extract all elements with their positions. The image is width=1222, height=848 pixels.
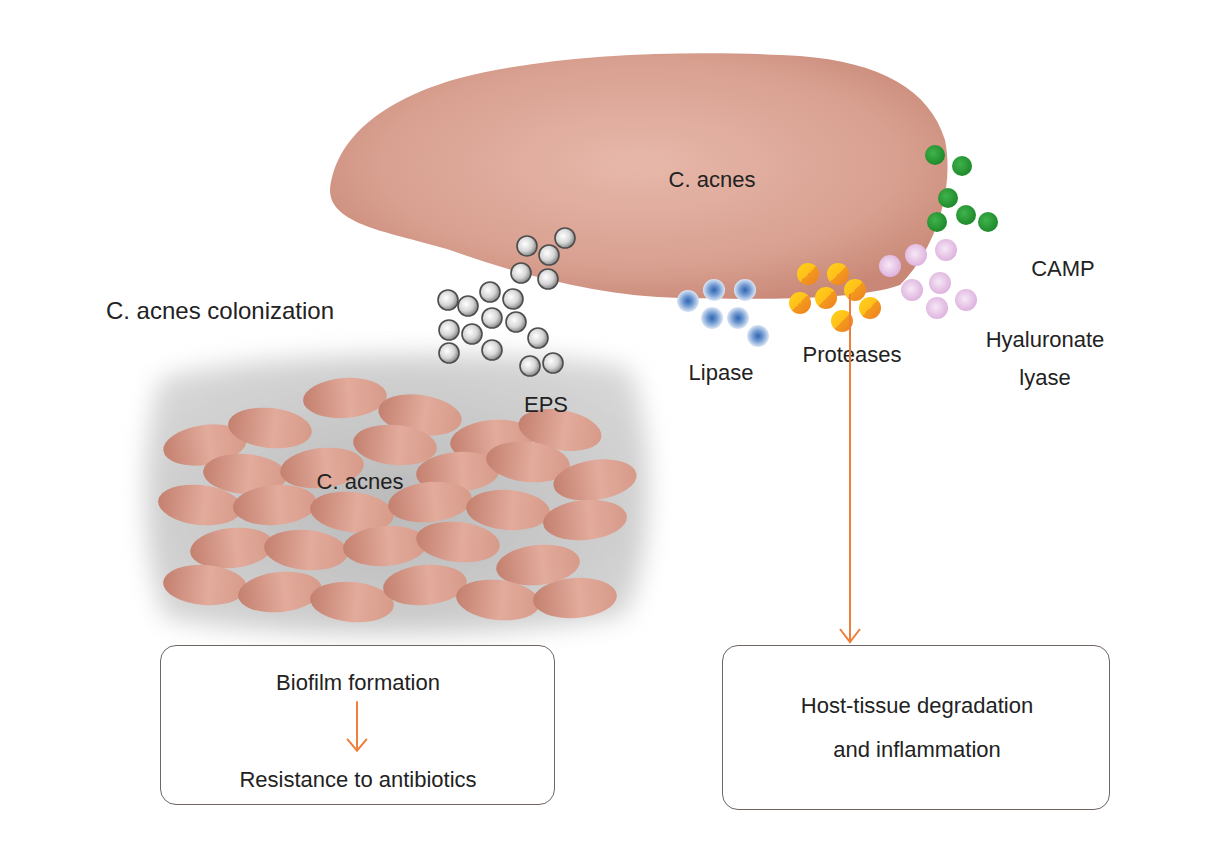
protease-particle — [789, 292, 811, 314]
bacterium-cell — [381, 561, 468, 608]
arrow-shaft — [356, 701, 358, 748]
camp-particle — [925, 145, 945, 165]
bacterium-cell — [162, 562, 249, 608]
cell-outline — [320, 48, 950, 300]
eps-particle — [458, 296, 478, 316]
node-text: C. acnes — [260, 469, 460, 495]
lipase-particle — [734, 279, 756, 301]
eps-particle — [482, 308, 502, 328]
part-label: Proteases — [782, 341, 922, 369]
bacterium-cell — [342, 523, 429, 569]
lyase-particle — [955, 289, 977, 311]
eps-particle — [511, 263, 531, 283]
lyase-particle — [905, 244, 927, 266]
eps-particle — [482, 340, 502, 360]
bacterium-cell — [551, 454, 640, 505]
eps-particles — [438, 228, 575, 376]
part-label: C. acnes colonization — [60, 297, 380, 325]
part-label: CAMP — [1013, 255, 1113, 283]
node-text: C. acnes — [612, 167, 812, 193]
eps-particle — [462, 324, 482, 344]
lyase-particle — [901, 279, 923, 301]
bacterium-shape: C. acnes — [320, 48, 950, 300]
arrow-head — [840, 629, 860, 642]
part-label: Hyaluronate lyase — [970, 321, 1120, 397]
arrow-shaft — [849, 294, 851, 642]
bacterium-cell — [532, 575, 619, 621]
eps-particle — [520, 356, 540, 376]
protease-particle — [831, 310, 853, 332]
lipase-particle — [703, 279, 725, 301]
hyaluronate-lyase-particles — [879, 239, 977, 319]
bacterium-cell — [226, 404, 314, 453]
eps-particle — [538, 269, 558, 289]
camp-particle — [952, 156, 972, 176]
lipase-particle — [727, 307, 749, 329]
bacterium-cell — [156, 481, 244, 530]
eps-particle — [517, 236, 537, 256]
bacterium-cell — [232, 482, 319, 528]
bacterium-cell — [414, 518, 502, 567]
bacterium-cell — [236, 568, 324, 617]
protease-particle — [815, 287, 837, 309]
lipase-particles — [677, 279, 769, 347]
eps-particle — [439, 343, 459, 363]
node-text: Biofilm formation — [178, 670, 538, 696]
bacterium-cell — [262, 526, 349, 573]
outcome-box: Biofilm formationResistance to antibioti… — [160, 645, 555, 805]
bacterium-cell — [454, 576, 542, 625]
camp-particle — [938, 188, 958, 208]
camp-particle — [978, 212, 998, 232]
camp-particles — [925, 145, 998, 232]
camp-particle — [956, 205, 976, 225]
bacterium-cell — [302, 375, 389, 421]
part-label: EPS — [506, 391, 586, 419]
eps-matrix — [146, 354, 649, 634]
node-text: Host-tissue degradation and inflammation — [787, 684, 1047, 772]
lyase-particle — [879, 255, 901, 277]
arrow-head — [347, 739, 367, 751]
lipase-particle — [701, 307, 723, 329]
lipase-particle — [677, 290, 699, 312]
protease-particle — [844, 279, 866, 301]
protease-particle — [859, 297, 881, 319]
eps-particle — [480, 282, 500, 302]
node-text: Resistance to antibiotics — [173, 767, 543, 793]
eps-particle — [438, 290, 458, 310]
eps-particle — [555, 228, 575, 248]
protease-particle — [827, 263, 849, 285]
part-label: Lipase — [661, 359, 781, 387]
camp-particle — [927, 212, 947, 232]
protease-particles — [789, 263, 881, 332]
eps-particle — [439, 320, 459, 340]
bacterium-shape: C. acnes — [140, 345, 650, 635]
lyase-particle — [926, 297, 948, 319]
lyase-particle — [935, 239, 957, 261]
lyase-particle — [929, 272, 951, 294]
bacterium-cell — [308, 578, 395, 625]
outcome-box: Host-tissue degradation and inflammation — [722, 645, 1110, 810]
protease-particle — [797, 263, 819, 285]
eps-particle — [503, 289, 523, 309]
eps-particle — [506, 312, 526, 332]
bacterium-cell — [541, 496, 628, 543]
eps-particle — [539, 245, 559, 265]
lipase-particle — [747, 325, 769, 347]
flow-arrow — [840, 294, 860, 642]
bacterium-body — [330, 53, 948, 299]
eps-particle — [543, 353, 563, 373]
eps-particle — [528, 328, 548, 348]
